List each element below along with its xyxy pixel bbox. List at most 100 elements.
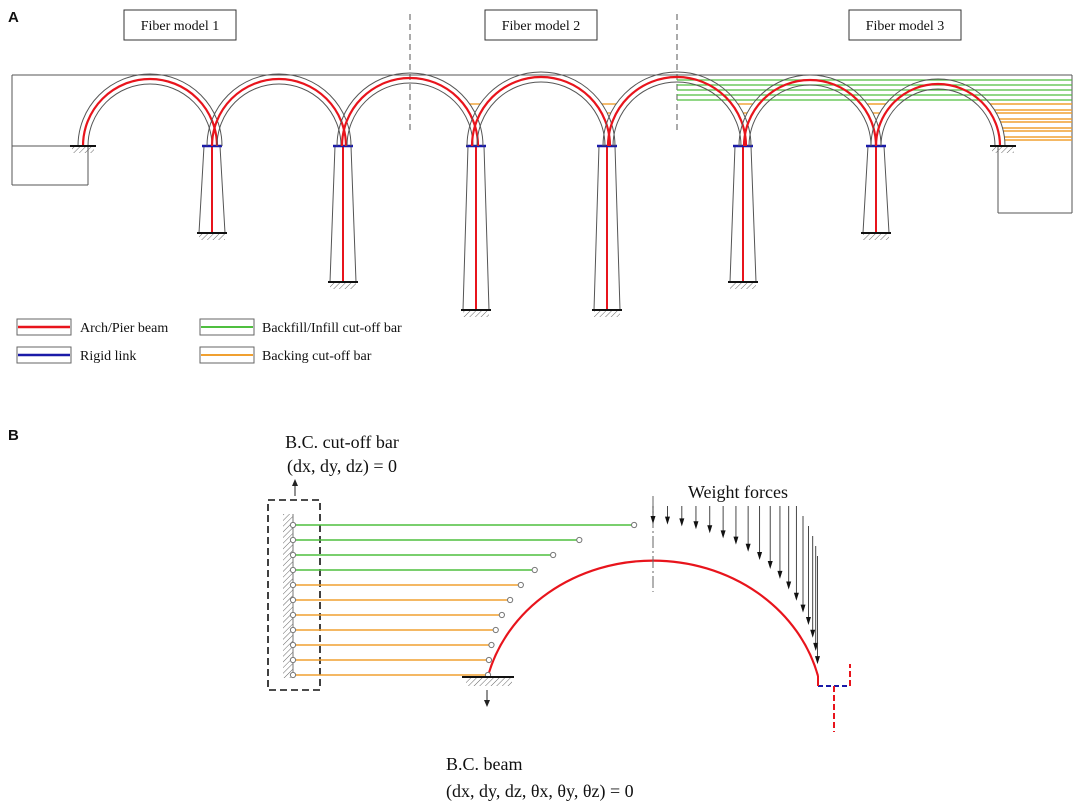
- arch-node-10: [485, 656, 493, 664]
- weight-force-arrows: [650, 506, 820, 665]
- legend-arch-pier-beam: Arch/Pier beam: [16, 318, 168, 336]
- bc-beam-title: B.C. beam: [446, 754, 523, 774]
- weight-arrow-15-head: [805, 617, 811, 626]
- weight-arrow-3-head: [679, 518, 685, 527]
- svg-text:Arch/Pier beam: Arch/Pier beam: [80, 321, 168, 336]
- pier-6-ground: [863, 234, 889, 240]
- arch-node-6: [507, 596, 514, 604]
- weight-arrow-13-head: [793, 592, 799, 601]
- arch-5-extrados: [602, 71, 752, 147]
- arch-node-7: [498, 611, 505, 619]
- wall-node-4: [289, 566, 297, 574]
- bridge-outline: [11, 74, 1073, 214]
- wall-node-1: [289, 521, 297, 529]
- legend-rigid-link: Rigid link: [16, 346, 136, 364]
- weight-arrow-14-head: [800, 604, 806, 613]
- arch-node-5: [517, 581, 524, 589]
- piers: [197, 144, 891, 317]
- arch-6-intrados: [748, 84, 872, 147]
- arch-1-intrados: [87, 83, 213, 147]
- backfill-bars-model-3: [677, 79, 1072, 101]
- arch-4-beam: [470, 75, 612, 147]
- pier-4-ground: [594, 311, 620, 317]
- weight-arrow-2-head: [664, 516, 670, 525]
- pier-3-ground: [463, 311, 489, 317]
- bc-beam-arrow: [484, 690, 490, 707]
- svg-text:Rigid link: Rigid link: [80, 349, 136, 364]
- wall-node-6: [289, 596, 297, 604]
- weight-arrow-11-head: [777, 570, 783, 579]
- weight-arrow-5-head: [707, 525, 713, 534]
- svg-text:Backing cut-off bar: Backing cut-off bar: [262, 349, 372, 364]
- svg-text:Fiber model 3: Fiber model 3: [866, 19, 945, 34]
- arch-2-beam: [210, 77, 348, 147]
- arch-nodes: [289, 521, 638, 679]
- bc-cutoff-arrow: [292, 479, 298, 496]
- legend: Arch/Pier beam Backfill/Infill cut-off b…: [16, 318, 402, 364]
- arch-node-1: [631, 521, 638, 529]
- wall-node-11: [289, 671, 297, 679]
- panel-a-label: A: [8, 9, 19, 26]
- weight-arrow-4-head: [693, 521, 699, 530]
- weight-arrow-8-head: [745, 543, 751, 552]
- legend-backfill-cutoff-bar: Backfill/Infill cut-off bar: [199, 318, 402, 336]
- wall-node-8: [289, 626, 297, 634]
- legend-backing-cutoff-bar: Backing cut-off bar: [199, 346, 372, 364]
- bc-cutoff-boundary-box: [267, 499, 321, 691]
- arches: [77, 71, 1006, 147]
- svg-text:Backfill/Infill cut-off bar: Backfill/Infill cut-off bar: [262, 321, 402, 336]
- svg-text:Fiber model 2: Fiber model 2: [502, 19, 581, 34]
- wall-node-7: [289, 611, 297, 619]
- arch-support-left: [462, 676, 514, 686]
- abutment-support-right: [990, 145, 1016, 153]
- cutoff-bars-b: [293, 524, 635, 676]
- arch-node-9: [488, 641, 495, 649]
- weight-arrow-10-head: [767, 561, 773, 570]
- arch-7-intrados: [880, 88, 996, 147]
- panel-b-label: B: [8, 427, 19, 444]
- fiber-model-2-label: Fiber model 2: [484, 9, 598, 41]
- arch-node-2: [576, 536, 583, 544]
- arch-6-beam: [742, 78, 878, 147]
- weight-arrow-1-head: [650, 516, 656, 524]
- fiber-model-3-label: Fiber model 3: [848, 9, 962, 41]
- arch-3-extrados: [336, 72, 484, 147]
- wall-node-9: [289, 641, 297, 649]
- weight-arrow-7-head: [733, 536, 739, 545]
- arch-1-beam: [81, 77, 219, 147]
- arch-3-beam: [340, 76, 480, 147]
- arch-node-4: [531, 566, 538, 574]
- arch-node-8: [492, 626, 499, 634]
- weight-forces-label: Weight forces: [688, 482, 788, 502]
- pier-5-ground: [730, 283, 756, 289]
- arch-5-beam: [606, 75, 748, 147]
- wall-node-2: [289, 536, 297, 544]
- arch-7-beam: [874, 82, 1002, 147]
- weight-arrow-17-head: [813, 642, 819, 651]
- arch-4-extrados: [466, 71, 616, 147]
- arch-7-extrados: [870, 78, 1006, 147]
- backing-bars: [469, 103, 1072, 141]
- arch-node-3: [550, 551, 557, 559]
- right-end-links: [817, 664, 851, 732]
- arch-6-extrados: [738, 74, 882, 147]
- wall-node-5: [289, 581, 297, 589]
- weight-arrow-6-head: [720, 530, 726, 539]
- weight-arrow-18-head: [814, 656, 820, 665]
- bc-cutoff-title: B.C. cut-off bar: [285, 432, 399, 452]
- wall-node-10: [289, 656, 297, 664]
- svg-text:Fiber model 1: Fiber model 1: [141, 19, 220, 34]
- arch-2-intrados: [216, 83, 342, 147]
- pier-2-ground: [330, 283, 356, 289]
- bc-cutoff-equation: (dx, dy, dz) = 0: [287, 456, 397, 477]
- arch-4-intrados: [476, 81, 606, 147]
- arch-3-intrados: [346, 82, 474, 147]
- abutment-support-left: [70, 145, 96, 153]
- weight-arrow-12-head: [786, 581, 792, 590]
- fiber-model-1-label: Fiber model 1: [123, 9, 237, 41]
- bc-beam-equation: (dx, dy, dz, θx, θy, θz) = 0: [446, 781, 634, 802]
- weight-arrow-9-head: [757, 551, 763, 560]
- wall-node-3: [289, 551, 297, 559]
